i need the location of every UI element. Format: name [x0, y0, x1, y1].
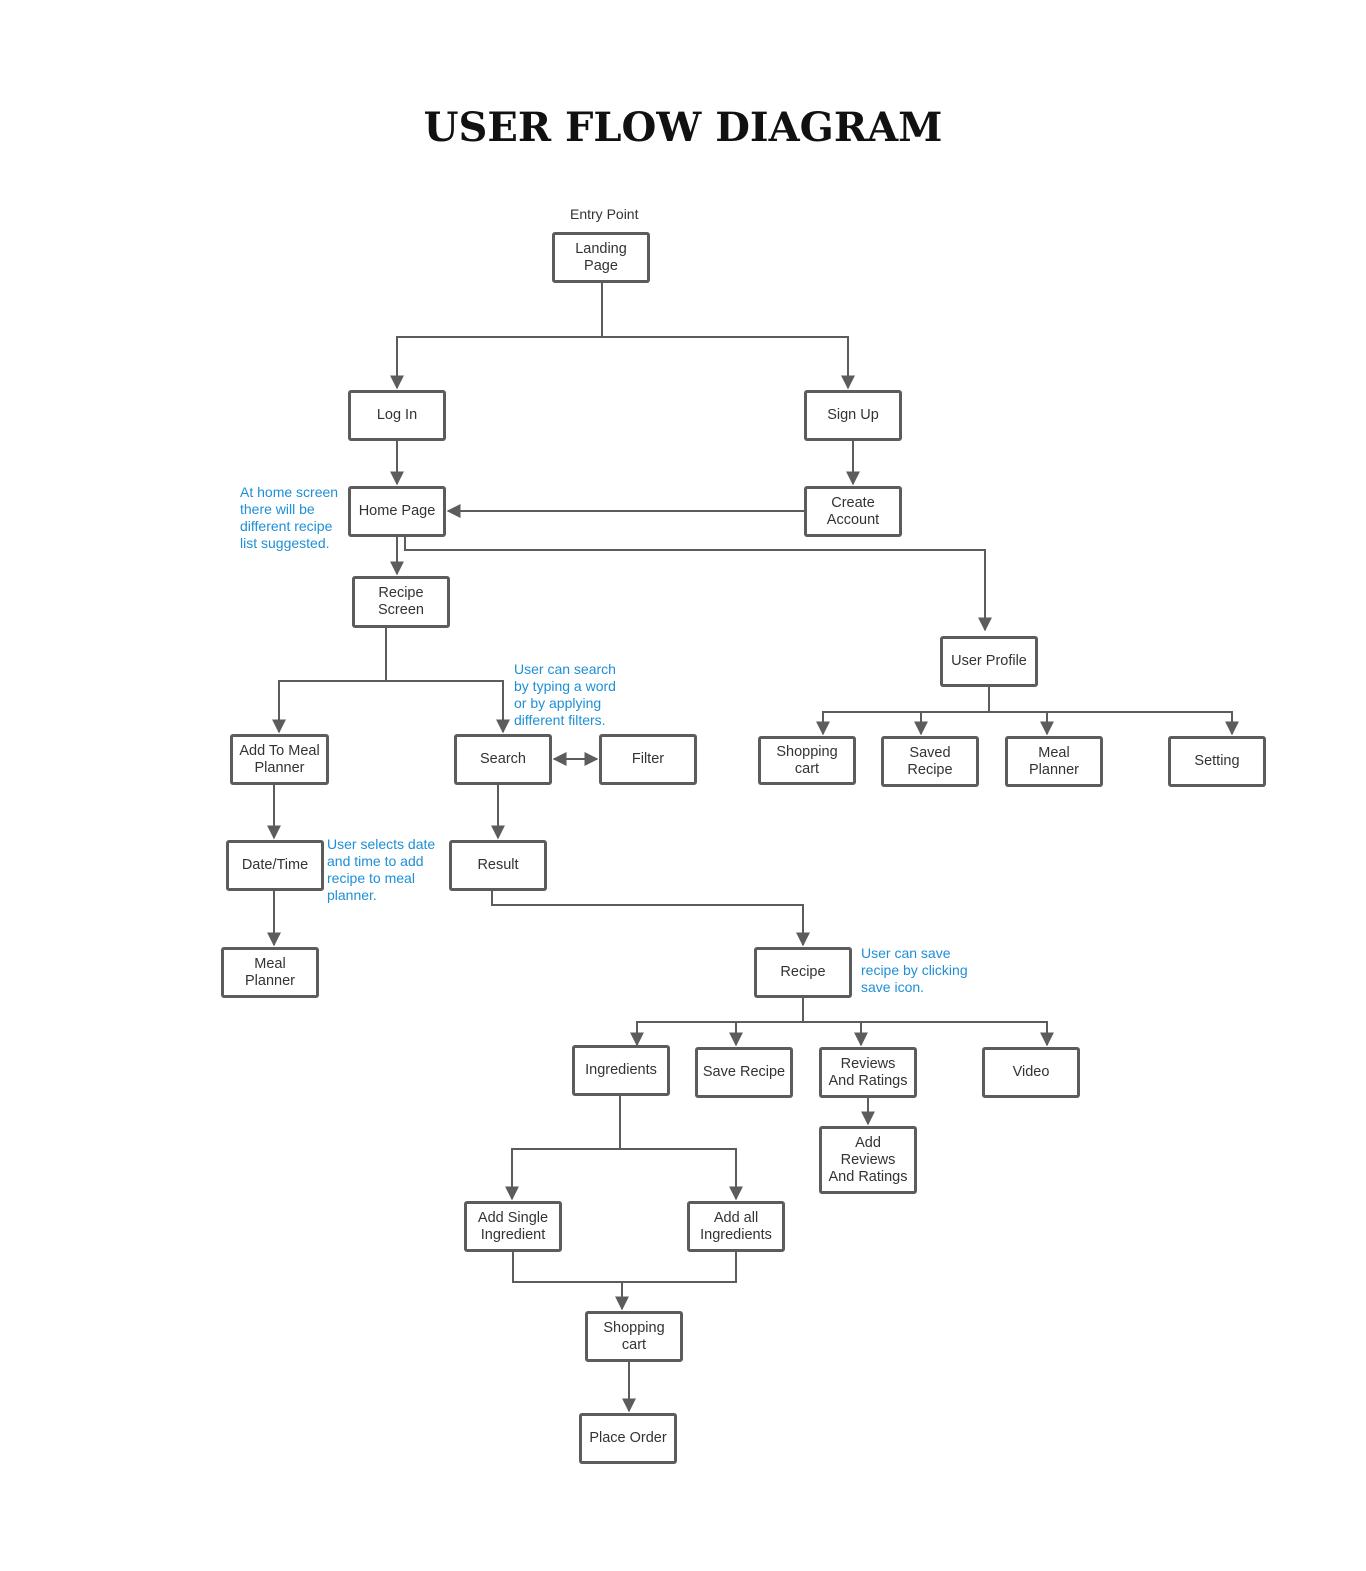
node-add-all-ingredients[interactable]: Add all Ingredients — [687, 1201, 785, 1252]
connector-landing-signup — [602, 336, 855, 390]
node-save-recipe[interactable]: Save Recipe — [695, 1047, 793, 1098]
node-add-reviews-and-ratings[interactable]: Add Reviews And Ratings — [819, 1126, 917, 1194]
note-recipe: User can save recipe by clicking save ic… — [861, 945, 968, 995]
node-result[interactable]: Result — [449, 840, 547, 891]
note-search: User can search by typing a word or by a… — [514, 661, 616, 728]
node-setting[interactable]: Setting — [1168, 736, 1266, 787]
connector-recipe-screen-search — [386, 680, 510, 734]
connector-recipe-video — [861, 1021, 1054, 1047]
connector-home-profile — [404, 537, 992, 632]
connector-recipe-screen-meal — [272, 627, 387, 734]
connector-recipe-reviews — [803, 1021, 868, 1047]
node-recipe[interactable]: Recipe — [754, 947, 852, 998]
node-ingredients[interactable]: Ingredients — [572, 1045, 670, 1096]
node-search[interactable]: Search — [454, 734, 552, 785]
connector-all-cart — [622, 1252, 737, 1283]
connector-recipe-ingredients — [630, 998, 804, 1047]
node-home-page[interactable]: Home Page — [348, 486, 446, 537]
note-home-screen: At home screen there will be different r… — [240, 484, 339, 551]
node-sign-up[interactable]: Sign Up — [804, 390, 902, 441]
node-recipe-screen[interactable]: Recipe Screen — [352, 576, 450, 628]
connector-landing-login — [390, 282, 603, 390]
node-filter[interactable]: Filter — [599, 734, 697, 785]
node-place-order[interactable]: Place Order — [579, 1413, 677, 1464]
diagram-title: USER FLOW DIAGRAM — [423, 104, 943, 151]
entry-point-label: Entry Point — [570, 206, 639, 222]
connector-ingredients-single — [505, 1096, 621, 1201]
node-saved-recipe[interactable]: Saved Recipe — [881, 736, 979, 787]
connector-ingredients-all — [620, 1148, 743, 1201]
connector-single-cart — [512, 1252, 629, 1311]
node-meal-planner[interactable]: Meal Planner — [221, 947, 319, 998]
node-add-single-ingredient[interactable]: Add Single Ingredient — [464, 1201, 562, 1252]
connector-profile-setting — [1047, 711, 1239, 736]
connector-profile-shopping — [816, 687, 990, 736]
node-user-profile[interactable]: User Profile — [940, 636, 1038, 687]
node-meal-planner-profile[interactable]: Meal Planner — [1005, 736, 1103, 787]
node-add-to-meal-planner[interactable]: Add To Meal Planner — [230, 734, 329, 785]
connector-profile-meal — [989, 711, 1054, 736]
connector-result-recipe — [491, 891, 810, 947]
node-date-time[interactable]: Date/Time — [226, 840, 324, 891]
node-landing-page[interactable]: Landing Page — [552, 232, 650, 283]
node-video[interactable]: Video — [982, 1047, 1080, 1098]
node-log-in[interactable]: Log In — [348, 390, 446, 441]
node-shopping-cart[interactable]: Shopping cart — [585, 1311, 683, 1362]
node-shopping-cart-profile[interactable]: Shopping cart — [758, 736, 856, 785]
node-create-account[interactable]: Create Account — [804, 486, 902, 537]
note-date-time: User selects date and time to add recipe… — [327, 836, 436, 903]
node-reviews-and-ratings[interactable]: Reviews And Ratings — [819, 1047, 917, 1098]
